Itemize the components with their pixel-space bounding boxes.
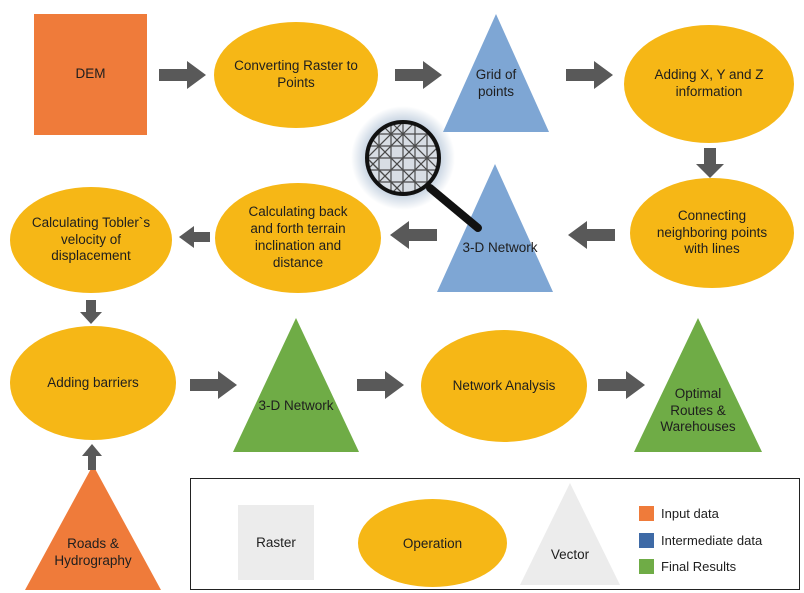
arrow-network-to-inclination <box>390 221 437 249</box>
converting-node: Converting Raster to Points <box>214 22 378 128</box>
network-3d-top-label: 3-D Network <box>462 239 538 255</box>
arrow-tobler-to-barriers <box>80 300 102 324</box>
legend-vector-label: Vector <box>550 547 590 562</box>
arrow-grid-to-adding <box>566 61 613 89</box>
legend-raster-shape: Raster <box>238 505 314 580</box>
grid-of-points-label: Grid of points <box>475 67 517 99</box>
legend-input-swatch <box>639 506 654 521</box>
legend: Raster Operation Vector Input data Inter… <box>190 478 800 590</box>
legend-final-label: Final Results <box>661 559 737 574</box>
arrow-converting-to-grid <box>395 61 442 89</box>
arrow-network-to-analysis <box>357 371 404 399</box>
connecting-label: Connecting neighboring points with lines <box>656 207 768 257</box>
legend-operation-label: Operation <box>402 535 463 551</box>
network-3d-bottom-label: 3-D Network <box>258 397 334 413</box>
calc-tobler-label: Calculating Tobler`s velocity of displac… <box>31 214 151 264</box>
calc-inclination-node: Calculating back and forth terrain incli… <box>215 183 381 293</box>
network-3d-bottom-triangle <box>233 318 359 452</box>
legend-intermediate-label: Intermediate data <box>661 533 763 548</box>
network-3d-top-triangle <box>437 164 553 292</box>
legend-vector-shape <box>520 483 620 585</box>
adding-barriers-label: Adding barriers <box>47 374 139 390</box>
network-analysis-label: Network Analysis <box>452 377 556 393</box>
legend-raster-label: Raster <box>256 535 296 550</box>
magnifier-icon <box>351 106 482 232</box>
calc-inclination-label: Calculating back and forth terrain incli… <box>248 204 348 270</box>
arrow-connecting-to-network <box>568 221 615 249</box>
legend-input-label: Input data <box>661 506 719 521</box>
legend-final-swatch <box>639 559 654 574</box>
adding-xyz-node: Adding X, Y and Z information <box>624 25 794 143</box>
adding-xyz-label: Adding X, Y and Z information <box>654 67 764 99</box>
connecting-node: Connecting neighboring points with lines <box>630 178 794 288</box>
arrow-inclination-to-tobler <box>179 226 210 248</box>
calc-tobler-node: Calculating Tobler`s velocity of displac… <box>10 187 172 293</box>
roads-hydrography-triangle <box>25 465 161 590</box>
network-analysis-node: Network Analysis <box>421 330 587 442</box>
arrow-roads-to-barriers <box>82 444 102 470</box>
adding-barriers-node: Adding barriers <box>10 326 176 440</box>
optimal-routes-label: Optimal Routes & Warehouses <box>660 385 736 435</box>
optimal-routes-triangle <box>634 318 762 452</box>
converting-label: Converting Raster to Points <box>234 58 358 90</box>
legend-operation-shape: Operation <box>358 499 507 587</box>
arrow-barriers-to-network <box>190 371 237 399</box>
grid-of-points-triangle <box>443 14 549 132</box>
dem-node: DEM <box>34 14 147 135</box>
legend-intermediate-swatch <box>639 533 654 548</box>
dem-label: DEM <box>75 66 106 82</box>
arrow-dem-to-converting <box>159 61 206 89</box>
roads-hydrography-label: Roads & Hydrography <box>54 536 132 568</box>
arrow-analysis-to-optimal <box>598 371 645 399</box>
arrow-adding-to-connecting <box>696 148 724 178</box>
